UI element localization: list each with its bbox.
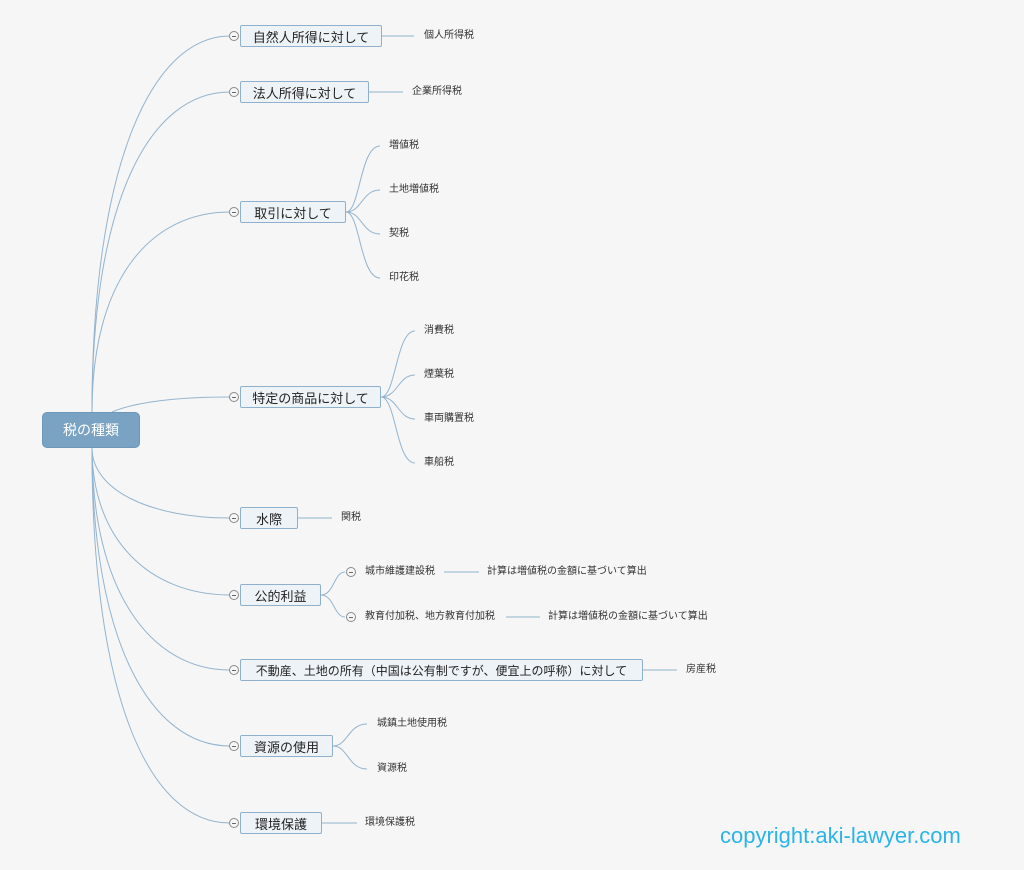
collapse-icon[interactable] (229, 392, 239, 402)
branch-topic[interactable]: 資源の使用 (240, 735, 333, 757)
link-root-b2 (91, 211, 231, 413)
leaf-topic[interactable]: 車両購置税 (424, 413, 474, 424)
link-b7-c1 (332, 745, 368, 770)
collapse-icon[interactable] (229, 665, 239, 675)
leaf-topic[interactable]: 関税 (341, 512, 361, 523)
sub-topic[interactable]: 教育付加税、地方教育付加税 (365, 611, 495, 622)
link-b2-c3 (345, 211, 381, 279)
link-b3-c1 (380, 374, 416, 398)
leaf-topic[interactable]: 車船税 (424, 457, 454, 468)
link-b5-c1 (320, 594, 346, 618)
leaf-topic[interactable]: 土地増値税 (389, 184, 439, 195)
link-b7-c0 (332, 723, 368, 747)
branch-topic[interactable]: 取引に対して (240, 201, 346, 223)
link-root-b7 (91, 447, 231, 747)
note-topic[interactable]: 計算は増値税の金額に基づいて算出 (548, 611, 708, 622)
leaf-topic[interactable]: 房産税 (686, 664, 716, 675)
root-topic[interactable]: 税の種類 (42, 412, 140, 448)
leaf-topic[interactable]: 煙葉税 (424, 369, 454, 380)
link-b2-c2 (345, 211, 381, 235)
link-b3-c0 (380, 330, 416, 398)
leaf-topic[interactable]: 城鎮土地使用税 (377, 718, 447, 729)
leaf-topic[interactable]: 資源税 (377, 763, 407, 774)
leaf-topic[interactable]: 印花税 (389, 272, 419, 283)
note-topic[interactable]: 計算は増値税の金額に基づいて算出 (487, 566, 647, 577)
collapse-icon[interactable] (229, 207, 239, 217)
link-root-b8 (91, 447, 231, 824)
branch-topic[interactable]: 公的利益 (240, 584, 321, 606)
branch-topic[interactable]: 不動産、土地の所有（中国は公有制ですが、便宜上の呼称）に対して (240, 659, 643, 681)
link-root-b6 (91, 447, 231, 671)
collapse-icon[interactable] (229, 87, 239, 97)
branch-topic[interactable]: 環境保護 (240, 812, 322, 834)
link-b3-c3 (380, 396, 416, 464)
leaf-topic[interactable]: 企業所得税 (412, 86, 462, 97)
link-b5-c0 (320, 571, 346, 596)
link-root-b4 (91, 447, 231, 519)
link-b3-c2 (380, 396, 416, 420)
leaf-topic[interactable]: 個人所得税 (424, 30, 474, 41)
link-root-b5 (91, 447, 231, 596)
leaf-topic[interactable]: 環境保護税 (365, 817, 415, 828)
link-root-b1 (91, 91, 231, 413)
link-root-b0 (91, 35, 231, 413)
branch-topic[interactable]: 特定の商品に対して (240, 386, 381, 408)
collapse-icon[interactable] (229, 31, 239, 41)
link-b2-c0 (345, 145, 381, 213)
branch-topic[interactable]: 水際 (240, 507, 298, 529)
collapse-icon[interactable] (229, 741, 239, 751)
link-root-b3 (111, 396, 231, 413)
collapse-icon[interactable] (229, 818, 239, 828)
leaf-topic[interactable]: 契税 (389, 228, 409, 239)
collapse-icon[interactable] (346, 567, 356, 577)
copyright-watermark: copyright:aki-lawyer.com (720, 823, 961, 848)
leaf-topic[interactable]: 増値税 (389, 140, 419, 151)
branch-topic[interactable]: 法人所得に対して (240, 81, 369, 103)
collapse-icon[interactable] (229, 590, 239, 600)
sub-topic[interactable]: 城市維護建設税 (365, 566, 435, 577)
collapse-icon[interactable] (346, 612, 356, 622)
link-b2-c1 (345, 189, 381, 213)
branch-topic[interactable]: 自然人所得に対して (240, 25, 382, 47)
leaf-topic[interactable]: 消費税 (424, 325, 454, 336)
collapse-icon[interactable] (229, 513, 239, 523)
